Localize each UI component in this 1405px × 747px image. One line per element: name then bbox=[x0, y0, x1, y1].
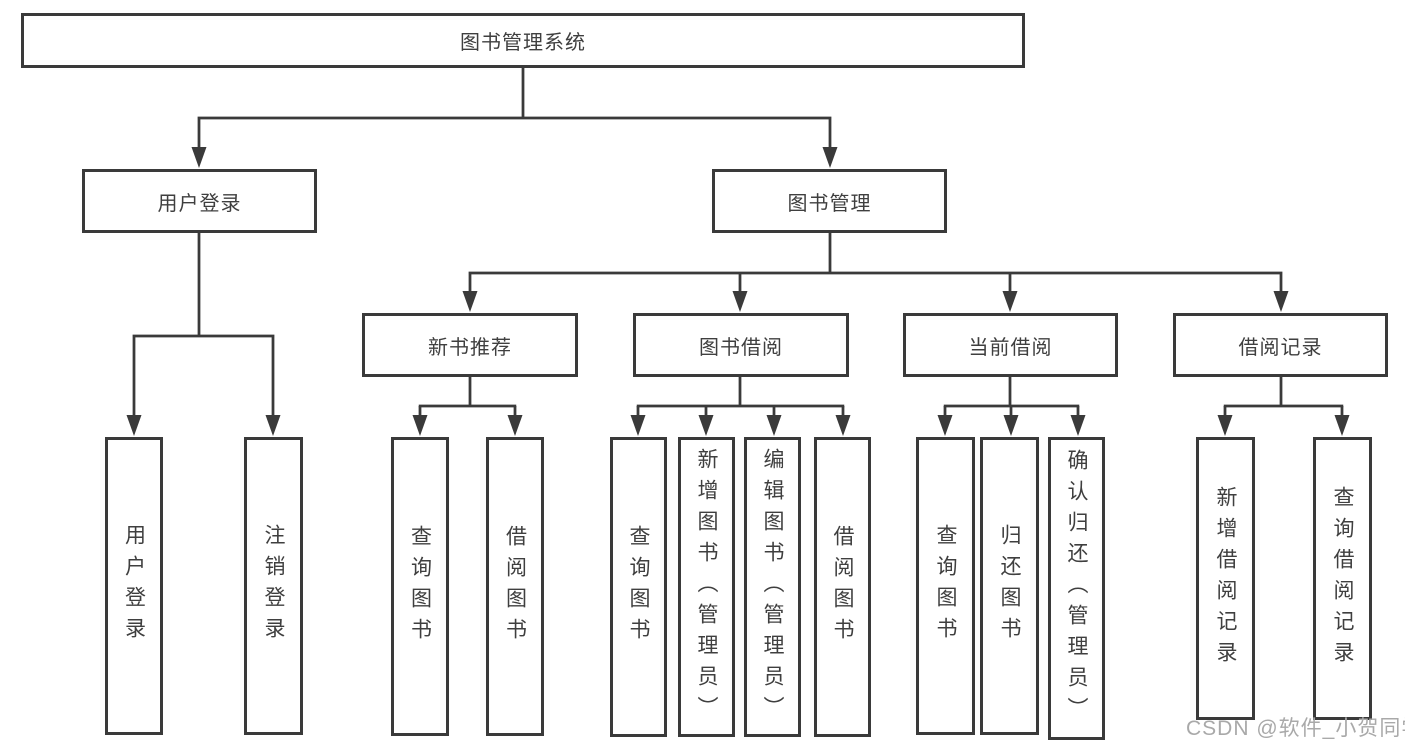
node-user-login: 用户登录 bbox=[82, 169, 317, 233]
leaf-edit-books-admin-label: 编辑图书（管理员） bbox=[761, 447, 784, 727]
leaf-query-borrow-record-label: 查询借阅记录 bbox=[1331, 485, 1354, 672]
watermark-text: CSDN @软件_小贺同学 bbox=[1186, 717, 1405, 740]
leaf-query-books-recommend-label: 查询图书 bbox=[408, 524, 432, 649]
leaf-borrow-books-label: 借阅图书 bbox=[831, 525, 854, 649]
leaf-borrow-books-recommend-label: 借阅图书 bbox=[503, 524, 527, 649]
leaf-user-login: 用户登录 bbox=[105, 437, 163, 735]
leaf-add-books-admin-label: 新增图书（管理员） bbox=[695, 447, 718, 727]
leaf-return-books: 归还图书 bbox=[980, 437, 1039, 735]
leaf-add-borrow-record-label: 新增借阅记录 bbox=[1214, 485, 1237, 672]
node-current-borrow-label: 当前借阅 bbox=[968, 336, 1053, 359]
node-book-borrow: 图书借阅 bbox=[633, 313, 849, 377]
leaf-borrow-books: 借阅图书 bbox=[814, 437, 871, 737]
leaf-borrow-books-recommend: 借阅图书 bbox=[486, 437, 544, 736]
node-borrow-records: 借阅记录 bbox=[1173, 313, 1388, 377]
leaf-query-books-current: 查询图书 bbox=[916, 437, 975, 735]
node-borrow-records-label: 借阅记录 bbox=[1238, 336, 1323, 359]
leaf-logout: 注销登录 bbox=[244, 437, 303, 735]
leaf-confirm-return-admin-label: 确认归还（管理员） bbox=[1065, 449, 1088, 728]
node-book-borrow-label: 图书借阅 bbox=[699, 336, 783, 359]
leaf-edit-books-admin: 编辑图书（管理员） bbox=[744, 437, 801, 737]
leaf-add-books-admin: 新增图书（管理员） bbox=[678, 437, 735, 737]
leaf-logout-label: 注销登录 bbox=[262, 524, 285, 648]
node-book-management-label: 图书管理 bbox=[787, 192, 872, 215]
node-new-book-recommend: 新书推荐 bbox=[362, 313, 578, 377]
node-new-book-recommend-label: 新书推荐 bbox=[428, 336, 512, 359]
leaf-query-borrow-record: 查询借阅记录 bbox=[1313, 437, 1372, 720]
node-current-borrow: 当前借阅 bbox=[903, 313, 1118, 377]
node-book-management: 图书管理 bbox=[712, 169, 947, 233]
leaf-query-books-current-label: 查询图书 bbox=[934, 524, 957, 648]
leaf-confirm-return-admin: 确认归还（管理员） bbox=[1048, 437, 1105, 740]
node-library-system-label: 图书管理系统 bbox=[460, 32, 586, 54]
node-user-login-label: 用户登录 bbox=[157, 192, 242, 215]
node-library-system: 图书管理系统 bbox=[21, 13, 1025, 68]
leaf-user-login-label: 用户登录 bbox=[122, 524, 146, 648]
leaf-query-books-recommend: 查询图书 bbox=[391, 437, 449, 736]
leaf-return-books-label: 归还图书 bbox=[998, 524, 1021, 648]
leaf-add-borrow-record: 新增借阅记录 bbox=[1196, 437, 1255, 720]
leaf-query-books-borrow-label: 查询图书 bbox=[627, 525, 650, 649]
leaf-query-books-borrow: 查询图书 bbox=[610, 437, 667, 737]
